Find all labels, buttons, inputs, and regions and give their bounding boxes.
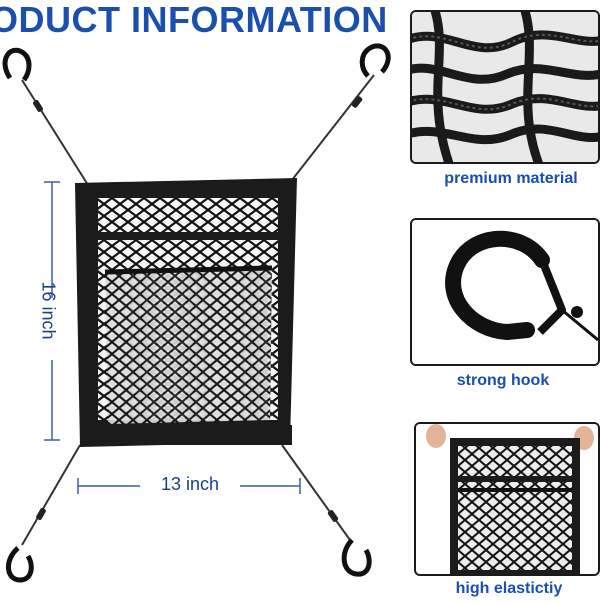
feature-panel-hook bbox=[410, 218, 600, 366]
cord-texture-icon bbox=[412, 12, 598, 162]
elastic-cords bbox=[21, 74, 375, 546]
carabiner-hook-icon bbox=[412, 220, 598, 364]
caption-premium-material: premium material bbox=[444, 170, 578, 187]
product-illustration bbox=[0, 40, 400, 600]
net-organizer-illustration bbox=[2, 43, 391, 583]
page-title: ODUCT INFORMATION bbox=[0, 0, 388, 40]
height-dimension-line bbox=[44, 181, 60, 441]
caption-strong-hook: strong hook bbox=[456, 372, 550, 389]
height-label: 16 inch bbox=[38, 281, 59, 340]
width-dimension-line bbox=[77, 478, 301, 494]
width-label: 13 inch bbox=[160, 474, 220, 494]
feature-panel-elasticity bbox=[414, 422, 600, 576]
feature-panel-material bbox=[410, 10, 600, 164]
caption-high-elasticity: high elastictiy bbox=[455, 580, 563, 597]
stretched-net-icon bbox=[416, 424, 598, 574]
hook-icons bbox=[2, 43, 391, 583]
